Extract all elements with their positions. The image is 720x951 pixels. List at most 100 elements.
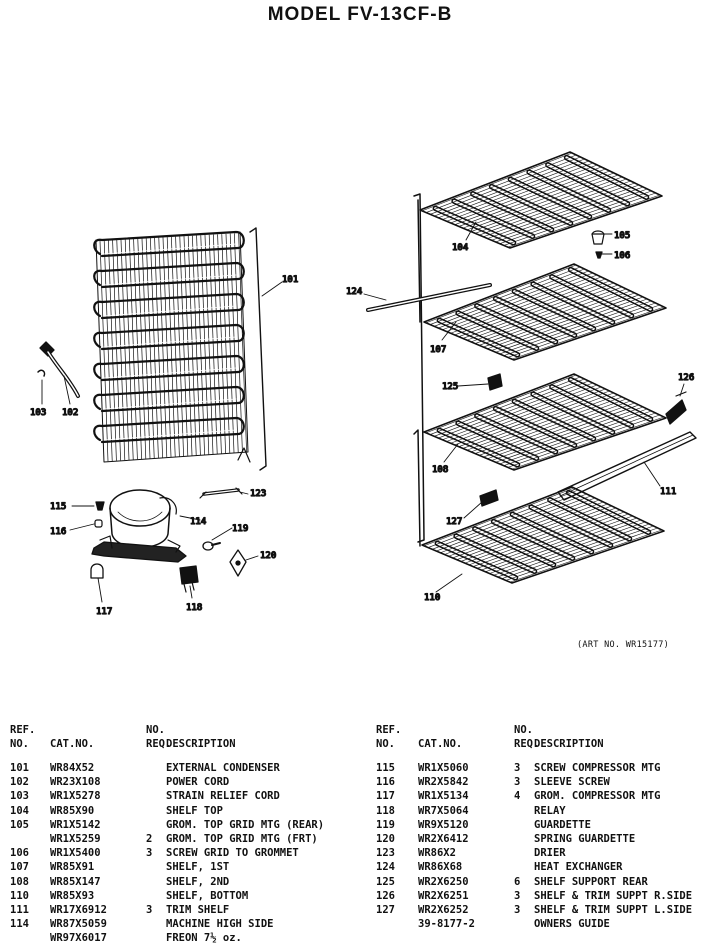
catalog-number: WR84X52 (50, 762, 95, 774)
callout-116: 116 (50, 527, 66, 537)
callout-127: 127 (446, 517, 462, 527)
callout-117: 117 (96, 607, 112, 617)
table-row: 116 WR2X5842 3 SLEEVE SCREW (376, 775, 716, 789)
catalog-number: WR2X6251 (418, 889, 469, 902)
header-req-line2: REQ. (514, 738, 540, 750)
shelf-top (419, 151, 663, 249)
ref-number: 125 (376, 875, 395, 888)
condenser-coil (93, 261, 245, 289)
table-row: 110 WR85X93 SHELF, BOTTOM (10, 889, 360, 903)
callout-118: 118 (186, 603, 202, 613)
ref-number: 103 (10, 790, 29, 803)
callout-119: 119 (232, 524, 248, 534)
part-description: SLEEVE SCREW (534, 776, 610, 789)
ref-number: 108 (10, 875, 29, 888)
ref-number: 124 (376, 861, 395, 874)
shelf-support-right (665, 391, 687, 425)
parts-list-header: REF. NO. CAT.NO. NO. REQ. DESCRIPTION (10, 723, 360, 751)
header-ref-line1: REF. (376, 724, 402, 736)
parts-list-right: REF. NO. CAT.NO. NO. REQ. DESCRIPTION 11… (376, 723, 716, 931)
sleeve-116 (94, 519, 103, 528)
callout-102: 102 (62, 408, 78, 418)
part-description: MACHINE HIGH SIDE (166, 918, 274, 931)
part-description: STRAIN RELIEF CORD (166, 790, 280, 803)
header-req-line1: NO. (514, 724, 533, 736)
catalog-number: WR86X68 (418, 861, 463, 874)
quantity-required: 3 (146, 847, 153, 860)
ref-number: 126 (376, 889, 395, 902)
ref-number: 117 (376, 790, 395, 803)
catalog-number: WR2X5842 (418, 776, 469, 789)
part-description: SHELF, 2ND (166, 875, 230, 888)
ref-number: 107 (10, 861, 29, 874)
quantity-required: 6 (514, 875, 521, 888)
catalog-number: WR85X147 (50, 875, 101, 888)
condenser-coil (93, 385, 245, 413)
callout-126: 126 (678, 373, 694, 383)
part-description: GUARDETTE (534, 818, 591, 831)
callout-114: 114 (190, 517, 206, 527)
part-description: SCREW GRID TO GROMMET (166, 847, 299, 860)
ref-number: 127 (376, 903, 395, 916)
shelf-first (423, 263, 667, 361)
ref-number: 123 (376, 847, 395, 860)
header-ref-line2: NO. (376, 738, 395, 750)
header-cat-no: CAT.NO. (50, 738, 95, 750)
catalog-number: WR7X5064 (418, 804, 469, 817)
grommet-105 (591, 230, 605, 245)
callout-110: 110 (424, 593, 440, 603)
catalog-number: WR23X108 (50, 776, 101, 789)
part-description: SHELF, 1ST (166, 861, 230, 874)
header-ref-line1: REF. (10, 724, 36, 736)
grommet-117 (90, 563, 104, 579)
ref-number: 116 (376, 776, 395, 789)
condenser-coil (93, 292, 245, 320)
part-description: SHELF, BOTTOM (166, 889, 249, 902)
header-description: DESCRIPTION (534, 738, 604, 750)
part-description: SHELF & TRIM SUPPT L.SIDE (534, 903, 693, 916)
quantity-required: 3 (514, 776, 521, 789)
drier (199, 487, 243, 499)
quantity-required: 2 (146, 832, 153, 845)
trim-shelf (557, 431, 697, 501)
ref-number: 120 (376, 832, 395, 845)
callout-105: 105 (614, 231, 630, 241)
shelf-second (423, 373, 667, 471)
condenser-coil (93, 416, 245, 444)
catalog-number: 39-8177-2 (418, 918, 475, 931)
parts-list-left: REF. NO. CAT.NO. NO. REQ. DESCRIPTION 10… (10, 723, 360, 945)
header-description: DESCRIPTION (166, 738, 236, 750)
callout-125: 125 (442, 382, 458, 392)
catalog-number: WR2X6412 (418, 832, 469, 845)
shelf-support-rear (487, 373, 503, 391)
condenser-coil (93, 323, 245, 351)
ref-number: 118 (376, 804, 395, 817)
catalog-number: WR85X93 (50, 889, 95, 902)
ref-number: 101 (10, 762, 29, 774)
condenser-coil (93, 230, 245, 258)
callout-104: 104 (452, 243, 468, 253)
ref-number: 110 (10, 889, 29, 902)
part-description: GROM. COMPRESSOR MTG (534, 790, 661, 803)
part-description: GROM. TOP GRID MTG (REAR) (166, 818, 325, 831)
header-req-line1: NO. (146, 724, 165, 736)
exploded-parts-diagram: 101 102 103 104 105 106 107 108 110 111 … (29, 151, 697, 618)
page-title: MODEL FV-13CF-B (267, 4, 453, 25)
screw-115 (95, 501, 105, 511)
ref-number: 105 (10, 818, 29, 831)
ref-number: 119 (376, 818, 395, 831)
header-ref-line2: NO. (10, 738, 29, 750)
